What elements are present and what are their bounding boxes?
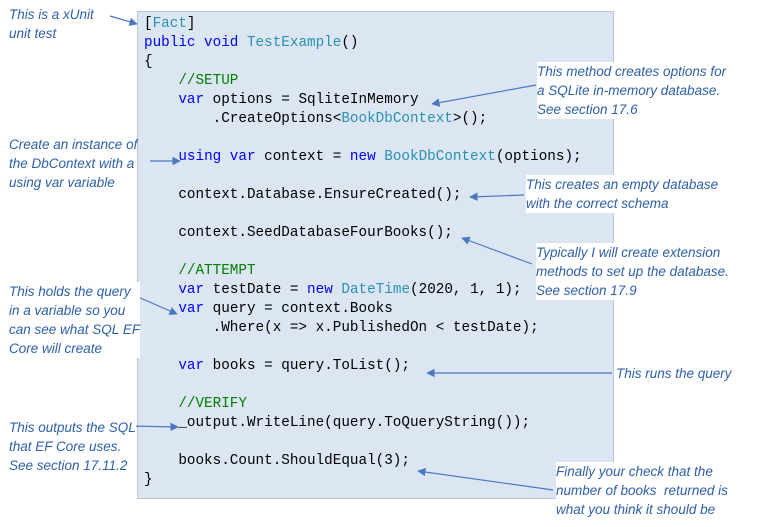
code-token: //ATTEMPT bbox=[144, 263, 256, 279]
code-token: context.Database.EnsureCreated(); bbox=[144, 187, 462, 203]
code-token: new bbox=[307, 282, 333, 298]
arrow-outputs bbox=[127, 422, 179, 432]
code-line: var query = context.Books bbox=[144, 300, 393, 318]
code-line: //SETUP bbox=[144, 72, 238, 90]
code-token: books = query.ToList(); bbox=[204, 358, 410, 374]
code-line: { bbox=[144, 53, 153, 71]
arrow-query-var bbox=[137, 296, 178, 315]
code-token: [ bbox=[144, 16, 153, 32]
code-line: .Where(x => x.PublishedOn < testDate); bbox=[144, 319, 539, 337]
code-line: var testDate = new DateTime(2020, 1, 1); bbox=[144, 281, 522, 299]
annotation-xunit: This is a xUnit unit test bbox=[9, 5, 94, 43]
code-token: (2020, 1, 1); bbox=[410, 282, 522, 298]
code-panel bbox=[137, 11, 614, 499]
code-token: DateTime bbox=[341, 282, 411, 298]
code-token: .Where(x => x.PublishedOn < testDate); bbox=[144, 320, 539, 336]
code-token: books.Count.ShouldEqual(3); bbox=[144, 453, 410, 469]
code-token: ] bbox=[186, 16, 196, 32]
code-token: } bbox=[144, 472, 153, 488]
arrow-check bbox=[417, 467, 554, 491]
code-token: context = bbox=[255, 149, 350, 165]
code-line: .CreateOptions<BookDbContext>(); bbox=[144, 110, 488, 128]
code-token: context.SeedDatabaseFourBooks(); bbox=[144, 225, 453, 241]
annotation-ensure-created: This creates an empty database with the … bbox=[526, 175, 719, 213]
code-token: >(); bbox=[452, 111, 488, 127]
arrow-options bbox=[431, 84, 537, 107]
code-line: [Fact] bbox=[144, 15, 196, 33]
code-token: () bbox=[341, 35, 359, 51]
code-token: TestExample bbox=[246, 35, 342, 51]
code-token: var bbox=[178, 301, 205, 317]
annotation-outputs-sql: This outputs the SQL that EF Core uses. … bbox=[9, 418, 136, 475]
arrow-extension bbox=[461, 236, 533, 265]
code-line: public void TestExample() bbox=[144, 34, 359, 52]
code-line: _output.WriteLine(query.ToQueryString())… bbox=[144, 414, 530, 432]
code-token: { bbox=[144, 54, 153, 70]
annotation-dbcontext: Create an instance of the DbContext with… bbox=[9, 135, 138, 192]
code-token: //VERIFY bbox=[144, 396, 247, 412]
code-token: query = context.Books bbox=[204, 301, 393, 317]
code-token: //SETUP bbox=[144, 73, 239, 89]
code-line: context.SeedDatabaseFourBooks(); bbox=[144, 224, 453, 242]
code-token: public void bbox=[144, 35, 247, 51]
code-token: new bbox=[349, 149, 376, 165]
arrow-ensure bbox=[469, 192, 525, 201]
code-token: BookDbContext bbox=[384, 149, 496, 165]
annotation-final-check: Finally your check that the number of bo… bbox=[556, 462, 728, 519]
arrow-xunit bbox=[109, 15, 138, 26]
annotation-query-variable: This holds the query in a variable so yo… bbox=[9, 282, 141, 358]
code-token: Fact bbox=[152, 16, 187, 32]
code-token: var bbox=[178, 282, 205, 298]
code-token: using var bbox=[178, 149, 256, 165]
code-line: //VERIFY bbox=[144, 395, 247, 413]
code-line: //ATTEMPT bbox=[144, 262, 256, 280]
code-line: var books = query.ToList(); bbox=[144, 357, 410, 375]
code-line: } bbox=[144, 471, 153, 489]
code-token: var bbox=[178, 358, 205, 374]
annotation-runs-query: This runs the query bbox=[616, 364, 732, 383]
code-token: _output.WriteLine(query.ToQueryString())… bbox=[144, 415, 531, 431]
code-line: using var context = new BookDbContext(op… bbox=[144, 148, 582, 166]
annotation-options: This method creates options for a SQLite… bbox=[537, 62, 727, 119]
code-line: books.Count.ShouldEqual(3); bbox=[144, 452, 410, 470]
code-token: BookDbContext bbox=[341, 111, 453, 127]
code-line: var options = SqliteInMemory bbox=[144, 91, 419, 109]
code-token: var bbox=[178, 92, 205, 108]
annotation-extension-methods: Typically I will create extension method… bbox=[536, 243, 729, 300]
code-token: options = SqliteInMemory bbox=[204, 92, 419, 108]
code-token: testDate = bbox=[204, 282, 308, 298]
code-token: (options); bbox=[495, 149, 582, 165]
code-token: .CreateOptions< bbox=[144, 111, 342, 127]
code-line: context.Database.EnsureCreated(); bbox=[144, 186, 461, 204]
